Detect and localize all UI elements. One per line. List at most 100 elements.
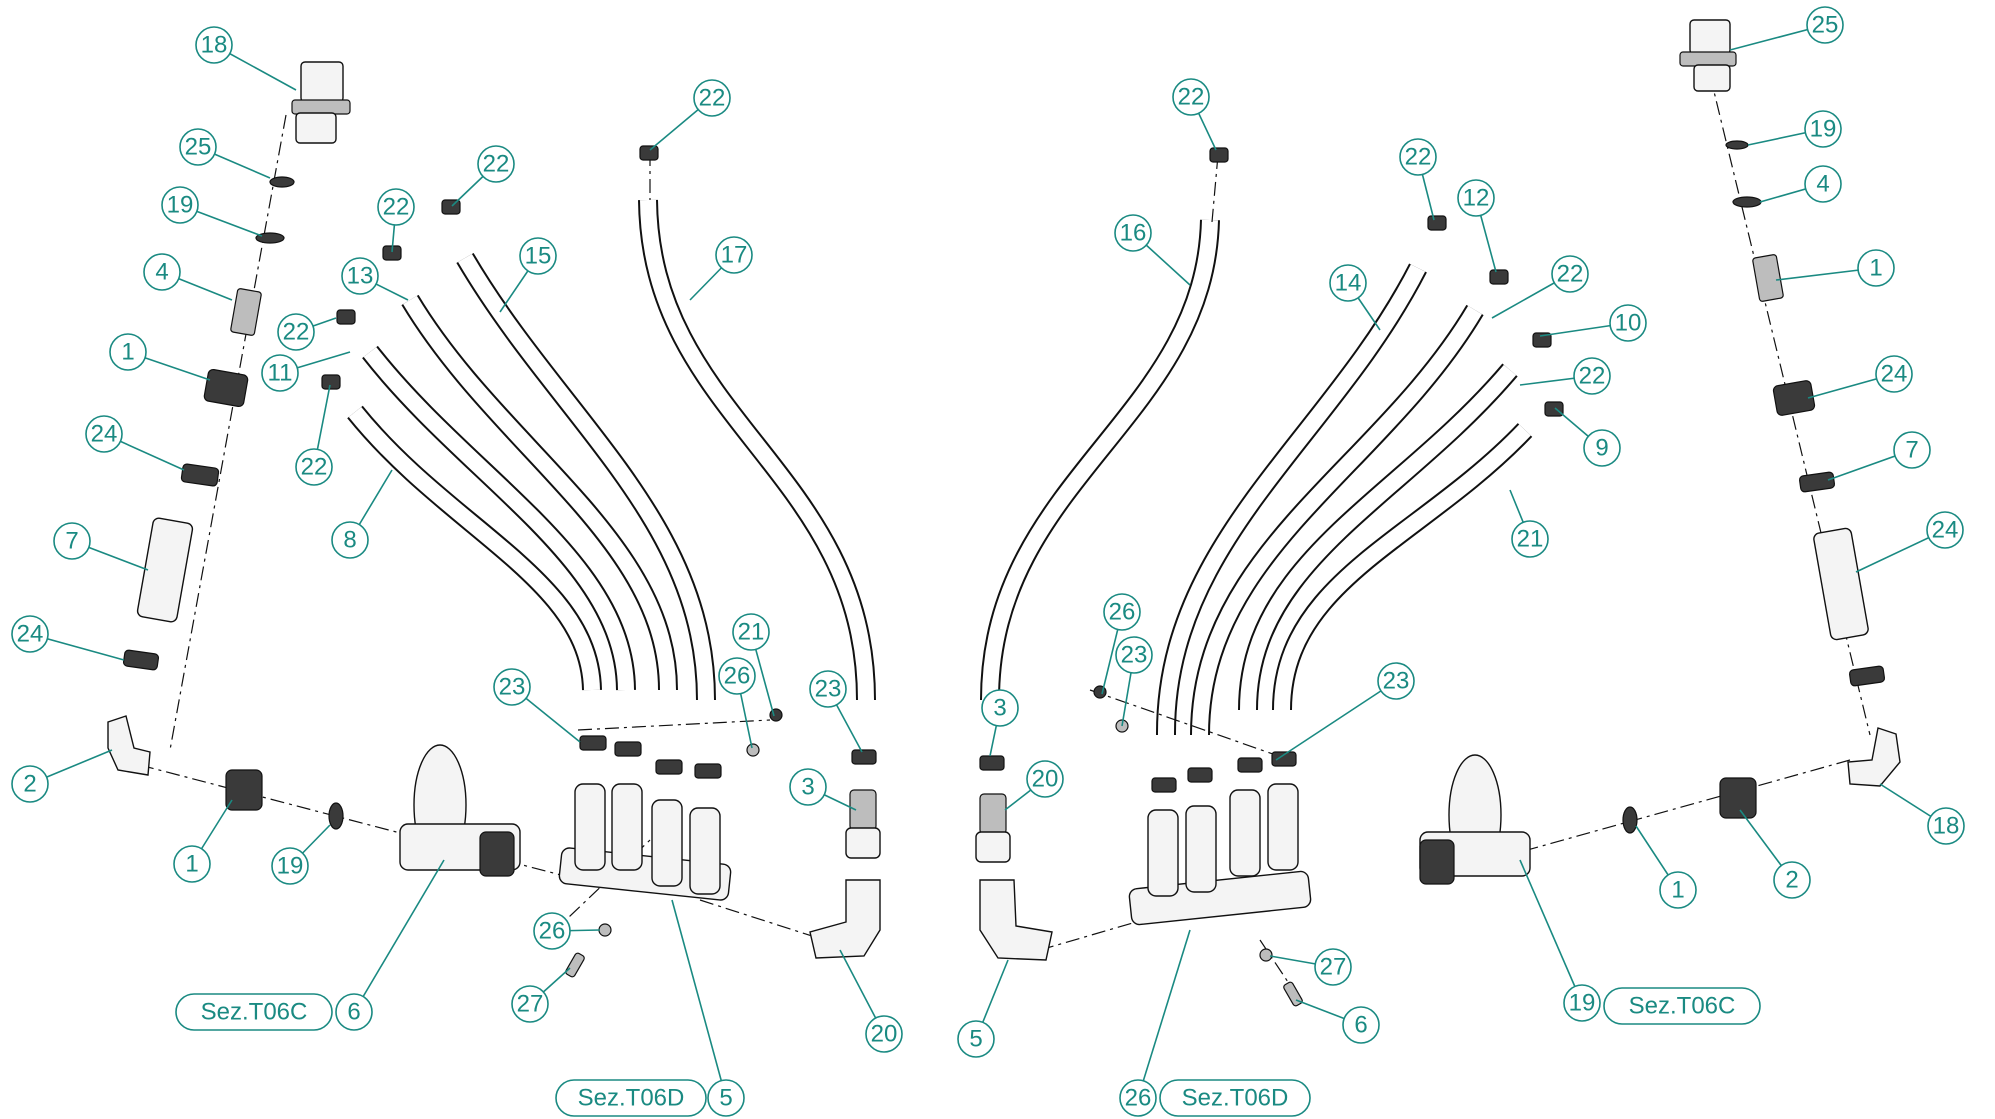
section-ref-left-t06d[interactable]: Sez.T06D [555,1079,707,1117]
callout-circle [809,670,847,708]
callout-number: 20 [871,1021,898,1048]
callout-4[interactable]: 4 [1804,165,1842,203]
callout-circle [1573,357,1611,395]
part-24-left-clamp-upper [180,463,220,487]
part-26-left-washer-upper [746,743,760,757]
callout-1[interactable]: 1 [1659,871,1697,909]
callout-1[interactable]: 1 [1857,249,1895,287]
callout-15[interactable]: 15 [519,237,557,275]
callout-2[interactable]: 2 [1773,861,1811,899]
callout-13[interactable]: 13 [341,257,379,295]
callout-6[interactable]: 6 [1342,1006,1380,1044]
callout-7[interactable]: 7 [53,522,91,560]
callout-22[interactable]: 22 [1551,255,1589,293]
callout-circle [1926,511,1964,549]
callout-21[interactable]: 21 [1511,520,1549,558]
callout-number: 1 [121,339,134,366]
part-4-left-nipple [230,288,262,336]
callout-25[interactable]: 25 [179,128,217,166]
callout-25[interactable]: 25 [1806,6,1844,44]
callout-22[interactable]: 22 [1573,357,1611,395]
hose-14 [1155,263,1427,736]
callout-number: 22 [283,319,310,346]
callout-leader-line [1137,929,1191,1099]
callout-5[interactable]: 5 [957,1020,995,1058]
callout-22[interactable]: 22 [693,79,731,117]
callout-19[interactable]: 19 [161,186,199,224]
callout-10[interactable]: 10 [1609,304,1647,342]
callout-number: 5 [719,1085,732,1112]
callout-9[interactable]: 9 [1583,429,1621,467]
callout-14[interactable]: 14 [1329,264,1367,302]
callout-23[interactable]: 23 [1115,636,1153,674]
callout-circle [715,236,753,274]
callout-22[interactable]: 22 [477,145,515,183]
callout-23[interactable]: 23 [493,668,531,706]
callout-19[interactable]: 19 [1804,110,1842,148]
callout-number: 1 [1671,877,1684,904]
callout-27[interactable]: 27 [511,985,549,1023]
callout-22[interactable]: 22 [377,188,415,226]
callout-2[interactable]: 2 [11,765,49,803]
callout-16[interactable]: 16 [1114,214,1152,252]
section-ref-left-t06c[interactable]: Sez.T06C [175,993,333,1031]
callout-circle [11,615,49,653]
part-1-left-nut-upper [203,368,249,408]
hose-16 [980,219,1220,701]
callout-18[interactable]: 18 [195,26,233,64]
callout-22[interactable]: 22 [277,313,315,351]
part-1-right-nut-lower [1719,777,1757,819]
callout-circle [477,145,515,183]
hose-11 [362,345,636,691]
section-ref-right-t06c[interactable]: Sez.T06C [1603,987,1761,1025]
callout-23[interactable]: 23 [1377,662,1415,700]
callout-8[interactable]: 8 [331,521,369,559]
callout-27[interactable]: 27 [1314,948,1352,986]
callout-7[interactable]: 7 [1893,431,1931,469]
callout-number: 25 [1812,12,1839,39]
part-27-left-screw [565,952,585,978]
callout-24[interactable]: 24 [85,415,123,453]
callout-6[interactable]: 6 [335,993,373,1031]
callout-3[interactable]: 3 [789,768,827,806]
callout-18[interactable]: 18 [1927,807,1965,845]
callout-26[interactable]: 26 [718,657,756,695]
callout-22[interactable]: 22 [1399,138,1437,176]
callout-24[interactable]: 24 [1875,355,1913,393]
callout-11[interactable]: 11 [261,354,299,392]
callout-21[interactable]: 21 [732,613,770,651]
callout-24[interactable]: 24 [1926,511,1964,549]
part-2-left-elbow [107,715,151,776]
callout-26[interactable]: 26 [1119,1079,1157,1117]
callout-23[interactable]: 23 [809,670,847,708]
callout-17[interactable]: 17 [715,236,753,274]
callout-circle [957,1020,995,1058]
callout-number: 1 [1869,255,1882,282]
part-1-left-nut-lower [225,769,263,811]
callout-22[interactable]: 22 [1172,78,1210,116]
callout-circle [1026,760,1064,798]
callout-26[interactable]: 26 [533,912,571,950]
callout-20[interactable]: 20 [865,1015,903,1053]
hose-13 [401,294,678,691]
callout-5[interactable]: 5 [707,1079,745,1117]
callout-19[interactable]: 19 [1563,984,1601,1022]
callout-circle [1875,355,1913,393]
callout-20[interactable]: 20 [1026,760,1064,798]
section-ref-right-t06d[interactable]: Sez.T06D [1159,1079,1311,1117]
callout-19[interactable]: 19 [271,847,309,885]
callout-3[interactable]: 3 [981,689,1019,727]
callout-1[interactable]: 1 [173,845,211,883]
callout-26[interactable]: 26 [1103,593,1141,631]
callout-circle [1114,214,1152,252]
callout-24[interactable]: 24 [11,615,49,653]
callout-circle [179,128,217,166]
hose-17 [638,199,876,701]
callout-circle [331,521,369,559]
part-25-right-oring [1725,140,1749,150]
callout-22[interactable]: 22 [295,448,333,486]
callout-1[interactable]: 1 [109,333,147,371]
callout-4[interactable]: 4 [143,253,181,291]
callout-12[interactable]: 12 [1457,179,1495,217]
part-2-right-elbow [1847,727,1901,787]
